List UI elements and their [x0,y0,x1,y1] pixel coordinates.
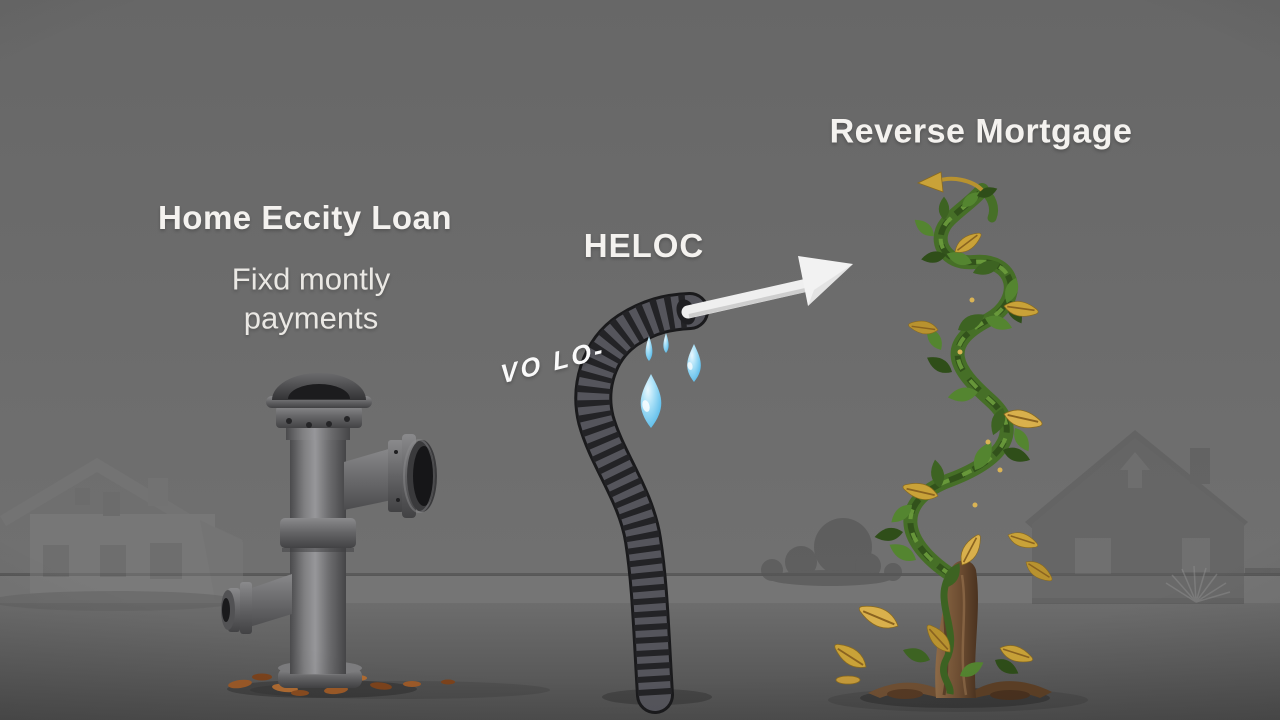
background-grass-tuft [1165,565,1231,603]
home-equity-subtitle: Fixd montly payments [231,261,391,335]
vine-gold-leaves [829,227,1057,675]
gold-arrow-tip [916,171,984,193]
heloc-title: HELOC [583,227,705,264]
upward-arrow [681,256,853,319]
reverse-mortgage-title: Reverse Mortgage [829,112,1133,151]
water-drops [640,333,701,428]
fallen-gold-leaf [835,675,861,685]
background-house-right [1025,430,1280,604]
home-equity-title: Home Eccity Loan [157,199,453,236]
pipe-illustration [221,373,550,699]
background-house-left [0,458,243,611]
vine-illustration [828,171,1088,712]
hose-illustration [574,292,712,714]
background-bushes [761,518,902,586]
